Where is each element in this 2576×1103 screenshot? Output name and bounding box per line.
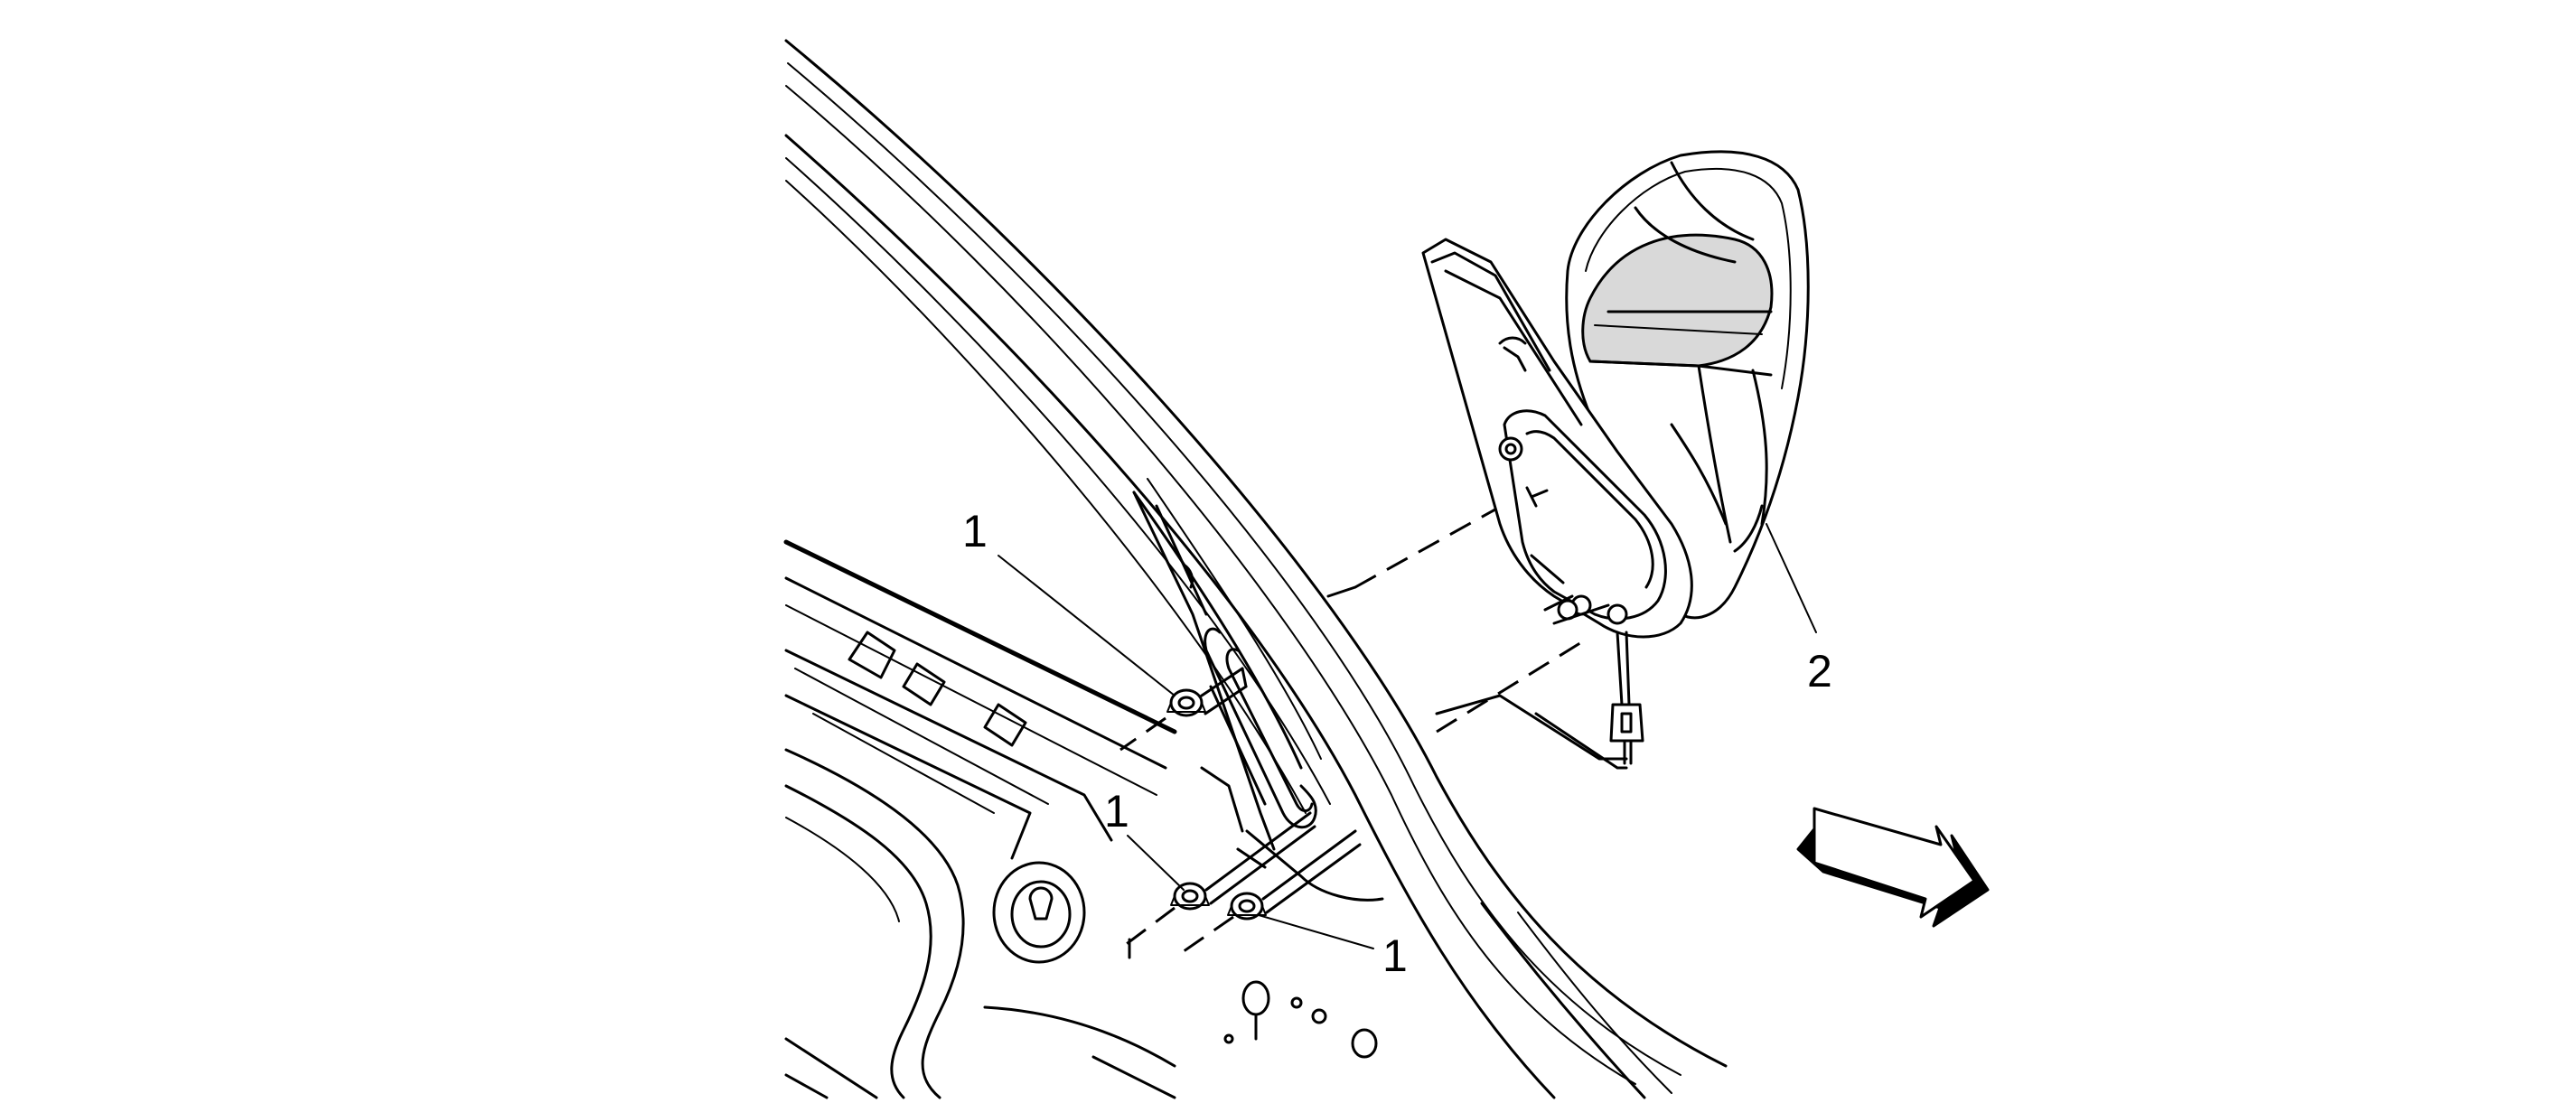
alignment-lines xyxy=(1119,495,1628,959)
door-frame xyxy=(784,39,1728,1099)
door-holes xyxy=(1223,980,1378,1059)
door-grommet xyxy=(992,861,1086,964)
leader-lines xyxy=(998,523,1817,949)
callout-1-lower-right: 1 xyxy=(1382,930,1408,981)
callout-2-mirror: 2 xyxy=(1807,646,1832,696)
arrow-icon xyxy=(1796,807,1990,928)
nut-lower-left xyxy=(1170,882,1210,911)
door-mounting-bracket xyxy=(1132,491,1384,902)
nut-lower-right xyxy=(1227,892,1267,921)
callout-1-upper: 1 xyxy=(962,506,988,556)
nut-upper xyxy=(1166,688,1206,717)
callout-1-lower-left: 1 xyxy=(1104,786,1129,837)
outside-rearview-mirror xyxy=(1421,150,1810,765)
door-inner-panel xyxy=(783,539,1177,1099)
